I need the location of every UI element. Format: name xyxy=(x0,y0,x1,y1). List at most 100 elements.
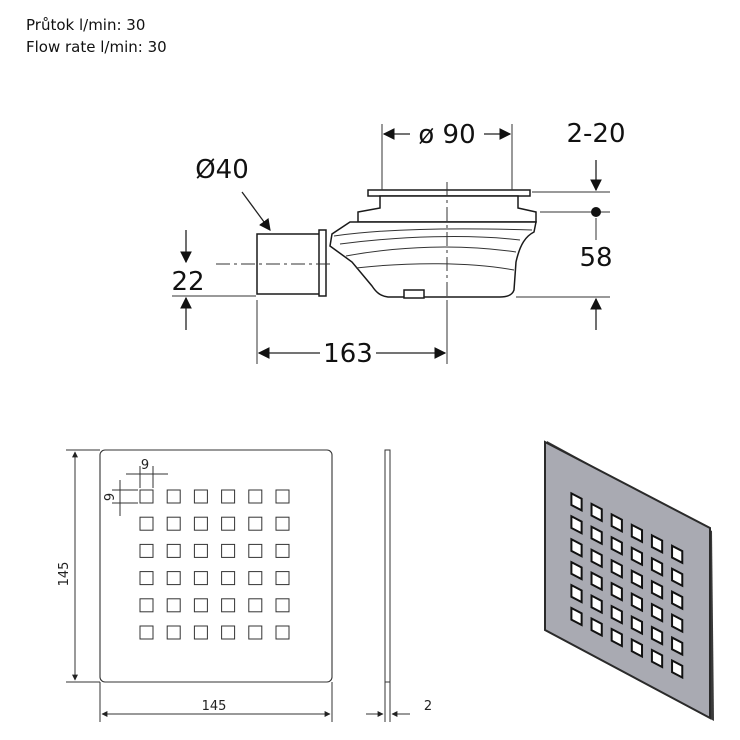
grate-3d-hole xyxy=(630,591,644,613)
grate-3d-face xyxy=(544,440,711,720)
grate-3d-hole xyxy=(570,491,583,512)
grate-3d-hole xyxy=(630,569,644,590)
body-contour-4 xyxy=(355,263,515,271)
grate-3d-hole xyxy=(610,604,623,625)
grate-3d-hole xyxy=(630,637,644,659)
dim-40-arrow xyxy=(241,191,271,231)
body-contour-1 xyxy=(333,228,533,237)
grate-hole xyxy=(248,516,263,531)
dim-outlet-height: 22 xyxy=(171,267,204,297)
dim-hole-width: 9 xyxy=(141,458,149,473)
grate-3d-hole xyxy=(590,593,603,615)
grate-hole xyxy=(139,543,154,558)
grate-hole xyxy=(193,571,208,586)
grate-3d-hole xyxy=(671,567,684,588)
grate-3d-hole xyxy=(570,583,583,604)
grate-hole xyxy=(275,489,290,504)
grate-3d-hole xyxy=(671,544,684,565)
grate-3d-hole xyxy=(610,535,623,556)
grate-3d-hole xyxy=(610,512,623,533)
flow-rate-en: Flow rate l/min: 30 xyxy=(26,38,167,56)
grate-hole xyxy=(275,598,290,613)
grate-3d-hole xyxy=(650,556,664,577)
grate-hole xyxy=(275,543,290,558)
dim-height: 58 xyxy=(579,243,612,273)
grate-3d-hole xyxy=(590,525,603,546)
grate-3d-hole xyxy=(671,612,684,634)
grate-hole xyxy=(193,598,208,613)
grate-hole xyxy=(166,625,181,640)
grate-hole xyxy=(221,598,236,613)
grate-3d-hole xyxy=(650,602,664,623)
dim-grate-width: 145 xyxy=(202,699,227,714)
grate-hole xyxy=(166,571,181,586)
body-contour-3 xyxy=(345,246,517,257)
grate-hole xyxy=(275,625,290,640)
grate-3d-hole xyxy=(671,590,684,611)
grate-hole-grid xyxy=(139,489,290,640)
body-foot xyxy=(403,289,425,299)
grate-hole xyxy=(248,489,263,504)
grate-edge-outline xyxy=(384,449,391,683)
grate-hole xyxy=(221,516,236,531)
grate-3d-hole xyxy=(610,558,623,579)
grate-hole xyxy=(166,543,181,558)
grate-hole xyxy=(139,516,154,531)
outlet-collar xyxy=(318,229,327,297)
grate-3d-hole xyxy=(650,625,664,646)
body-contour-2 xyxy=(339,236,521,245)
dim-grate-thickness: 2 xyxy=(424,699,432,714)
grate-hole xyxy=(166,516,181,531)
grate-3d-hole xyxy=(610,581,623,602)
grate-3d-hole xyxy=(590,548,603,569)
flange-top xyxy=(367,189,531,197)
grate-hole xyxy=(275,516,290,531)
grate-3d-hole xyxy=(650,648,664,669)
grate-3d-hole xyxy=(570,514,583,535)
grate-3d-hole xyxy=(570,560,583,581)
grate-hole xyxy=(275,571,290,586)
grate-hole xyxy=(221,571,236,586)
grate-hole xyxy=(221,543,236,558)
grate-3d-hole xyxy=(671,658,684,680)
grate-hole xyxy=(248,598,263,613)
grate-3d-hole xyxy=(630,546,644,567)
flow-rate-cz: Průtok l/min: 30 xyxy=(26,16,146,34)
grate-3d-hole xyxy=(650,533,664,554)
grate-hole xyxy=(193,516,208,531)
grate-hole xyxy=(139,625,154,640)
grate-3d-hole xyxy=(570,606,583,627)
grate-3d-hole-grid xyxy=(570,491,684,680)
grate-hole xyxy=(139,598,154,613)
flow-rate-label: Průtok l/min: 30 Flow rate l/min: 30 xyxy=(26,14,167,58)
dim-tile-thickness: 2-20 xyxy=(566,119,625,149)
grate-hole xyxy=(193,543,208,558)
grate-hole xyxy=(221,489,236,504)
grate-hole xyxy=(166,598,181,613)
grate-hole xyxy=(221,625,236,640)
grate-front-view: 9 9 145 145 xyxy=(57,449,333,722)
grate-3d-hole xyxy=(630,614,644,636)
grate-hole xyxy=(248,625,263,640)
grate-hole xyxy=(248,543,263,558)
dim-flange-diameter: ø 90 xyxy=(418,120,475,150)
grate-3d-hole xyxy=(650,579,664,600)
dim-length: 163 xyxy=(323,339,373,369)
grate-3d-hole xyxy=(671,635,684,657)
grate-outline xyxy=(99,449,333,683)
grate-3d-hole xyxy=(610,627,623,648)
grate-hole xyxy=(193,489,208,504)
grate-hole xyxy=(139,489,154,504)
grate-3d-view xyxy=(544,440,714,721)
grate-edge-view: 2 xyxy=(366,449,432,722)
grate-hole xyxy=(139,571,154,586)
grate-3d-hole xyxy=(590,616,603,638)
grate-hole xyxy=(193,625,208,640)
dim-2-20-dot xyxy=(591,207,601,217)
grate-hole xyxy=(166,489,181,504)
grate-3d-hole xyxy=(590,502,603,523)
dim-hole-height: 9 xyxy=(103,493,118,501)
dim-outlet-diameter: Ø40 xyxy=(195,155,249,185)
drain-side-view: ø 90 2-20 58 Ø40 22 163 xyxy=(171,119,625,369)
